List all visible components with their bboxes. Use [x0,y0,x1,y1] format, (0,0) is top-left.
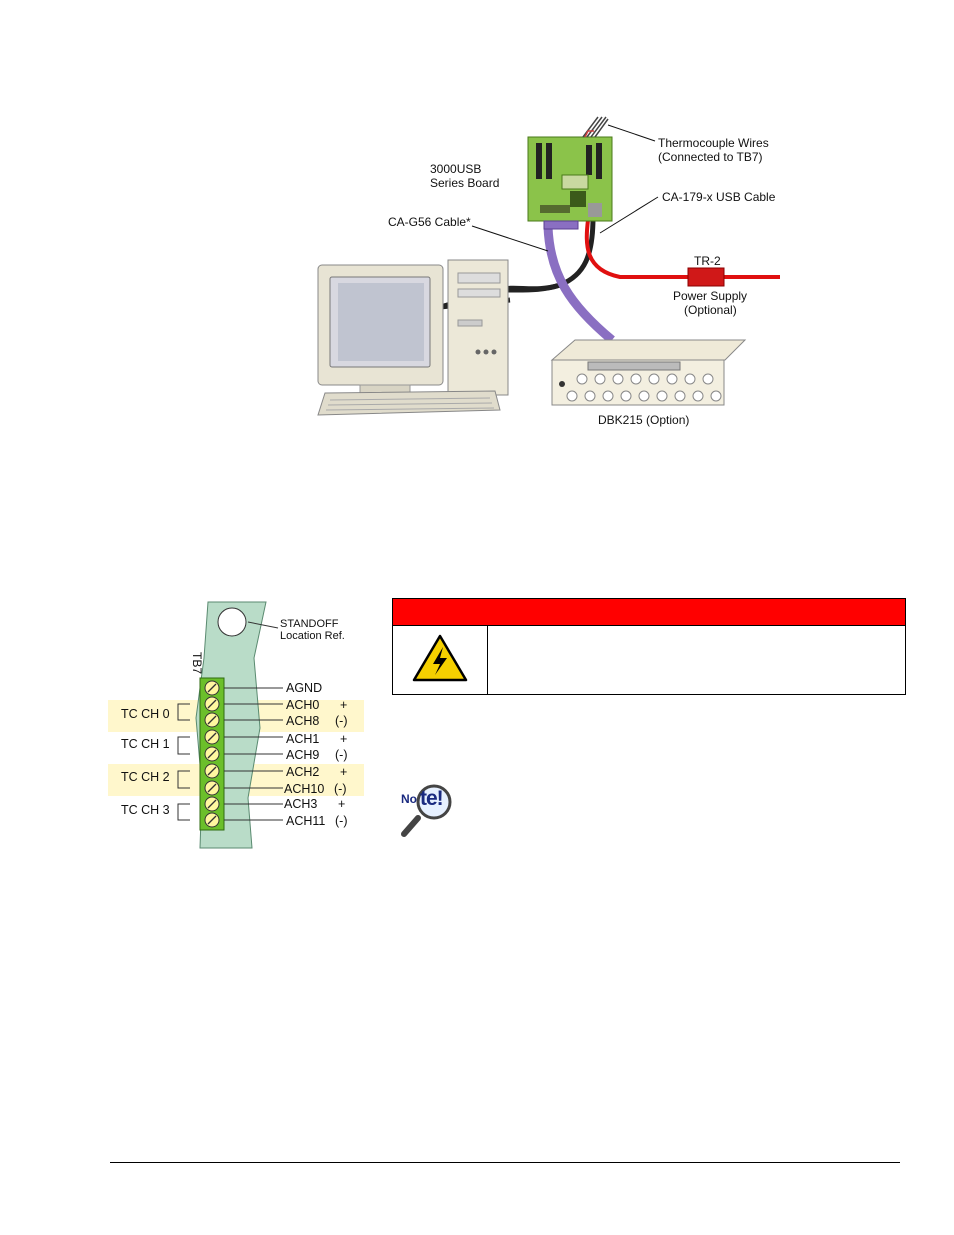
dbk-label: DBK215 (Option) [598,413,690,427]
note-text-small: No [401,792,417,806]
terminal-ach0-polarity: + [340,698,348,712]
tb7-terminal-diagram [108,601,364,849]
standoff-hole [217,607,247,637]
terminal-ach9-polarity: (-) [335,748,348,762]
note-text-large: te! [420,787,444,810]
tc-ch1-label: TC CH 1 [121,737,170,751]
terminal-ach10: ACH10 [284,782,325,796]
red-power-cable [584,219,780,279]
board-label-line2: Series Board [430,176,500,190]
warning-divider [487,626,488,694]
terminal-ach2: ACH2 [286,765,320,779]
terminal-ach8: ACH8 [286,714,320,728]
terminal-ach1: ACH1 [286,732,320,746]
thermocouple-label-line1: Thermocouple Wires [658,136,769,150]
warning-header-bar [393,599,905,626]
tc-ch2-label: TC CH 2 [121,770,170,784]
terminal-ach3: ACH3 [284,797,318,811]
terminal-ach3-polarity: + [338,797,346,811]
tc-ch0-label: TC CH 0 [121,707,170,721]
tb7-connector-label: TB7 [190,652,204,675]
terminal-ach2-polarity: + [340,765,348,779]
terminal-ach9: ACH9 [286,748,320,762]
footer-rule [110,1162,900,1163]
purple-g56-cable [543,226,615,344]
terminal-ach8-polarity: (-) [335,714,348,728]
warning-box [392,598,906,695]
thermocouple-label-line2: (Connected to TB7) [658,150,763,164]
system-connection-diagram [317,116,780,416]
dbk215-unit [550,339,747,361]
tr2-block [687,267,725,287]
terminal-ach0: ACH0 [286,698,320,712]
electrical-hazard-icon [412,634,468,682]
tr2-label: TR-2 [694,254,721,268]
power-supply-label-line2: (Optional) [684,303,737,317]
standoff-label-line2: Location Ref. [280,630,345,642]
terminal-agnd: AGND [286,681,323,695]
keyboard [317,390,501,416]
tc-ch3-label: TC CH 3 [121,803,170,817]
terminal-ach11: ACH11 [286,814,326,828]
board-label-line1: 3000USB [430,162,482,176]
cable-g56-label: CA-G56 Cable* [388,215,471,229]
terminal-ach11-polarity: (-) [335,814,348,828]
terminal-ach1-polarity: + [340,732,348,746]
note-icon: No te! [398,784,460,840]
usb-cable-label: CA-179-x USB Cable [662,190,776,204]
power-supply-label-line1: Power Supply [673,289,748,303]
standoff-label-line1: STANDOFF [280,618,339,630]
terminal-ach10-polarity: (-) [334,782,347,796]
